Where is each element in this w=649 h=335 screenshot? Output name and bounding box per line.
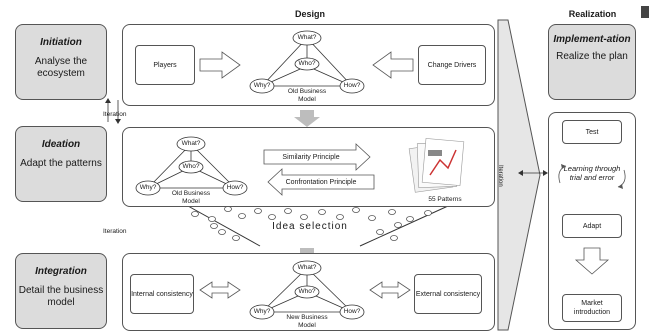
integration-phase: Integration Detail the business model: [15, 253, 107, 329]
how-label-2: How?: [226, 184, 244, 191]
implementation-desc: Realize the plan: [556, 51, 628, 62]
similarity-principle: Similarity Principle: [267, 150, 355, 164]
integration-desc: Detail the business model: [18, 285, 104, 308]
confrontation-label: Confrontation Principle: [285, 178, 357, 186]
how-label-3: How?: [343, 308, 361, 315]
iteration-label-top: Iteration: [103, 111, 127, 118]
initiation-title: Initiation: [40, 37, 82, 48]
patterns-cards: [408, 138, 465, 193]
iteration-label-mid: Iteration: [103, 228, 127, 235]
test-box: Test: [562, 120, 622, 144]
nodes-integration: [249, 260, 365, 320]
who-label-3: Who?: [298, 288, 316, 295]
who-label-2: Who?: [182, 163, 200, 170]
confrontation-principle: Confrontation Principle: [275, 175, 367, 189]
external-consistency-box: External consistency: [414, 274, 482, 314]
initiation-phase: Initiation Analyse the ecosystem: [15, 24, 107, 100]
change-drivers-box: Change Drivers: [418, 45, 486, 85]
what-label-3: What?: [297, 264, 317, 271]
ideation-desc: Adapt the patterns: [20, 158, 102, 169]
ideation-phase: Ideation Adapt the patterns: [15, 126, 107, 202]
design-header: Design: [294, 9, 325, 19]
integration-title: Integration: [35, 266, 87, 277]
who-label-1: Who?: [298, 60, 316, 67]
similarity-label: Similarity Principle: [282, 153, 340, 161]
new-model-label: New Business Model: [286, 314, 328, 329]
what-label-2: What?: [181, 140, 201, 147]
idea-selection-label: Idea selection: [272, 221, 348, 232]
market-introduction-box: Market introduction: [562, 294, 622, 322]
adapt-down-arrow: [574, 247, 610, 275]
what-label-1: What?: [297, 34, 317, 41]
how-label-1: How?: [343, 82, 361, 89]
implementation-title: Implement-ation: [553, 34, 631, 45]
down-arrow-1: [294, 110, 320, 127]
learning-text: Learning through trial and error: [563, 164, 621, 182]
why-label-1: Why?: [253, 82, 271, 89]
adapt-box: Adapt: [562, 214, 622, 238]
why-label-3: Why?: [253, 308, 271, 315]
nodes-initiation: [249, 30, 365, 94]
why-label-2: Why?: [139, 184, 157, 191]
patterns-label: 55 Patterns: [428, 196, 462, 203]
ideation-title: Ideation: [41, 139, 81, 150]
realization-header: Realization: [568, 9, 617, 19]
old-model-label-2: Old Business Model: [171, 190, 211, 205]
old-model-label-1: Old Business Model: [287, 88, 327, 103]
players-box: Players: [135, 45, 195, 85]
similarity-arrow: [263, 143, 371, 171]
big-chevron-arrow: [497, 19, 541, 331]
confrontation-arrow: [267, 168, 375, 196]
internal-consistency-box: Internal consistency: [130, 274, 194, 314]
corner-mark: [641, 6, 649, 18]
nodes-ideation: [135, 136, 248, 196]
implementation-phase: Implement-ation Realize the plan: [548, 24, 636, 100]
initiation-desc: Analyse the ecosystem: [34, 56, 88, 79]
